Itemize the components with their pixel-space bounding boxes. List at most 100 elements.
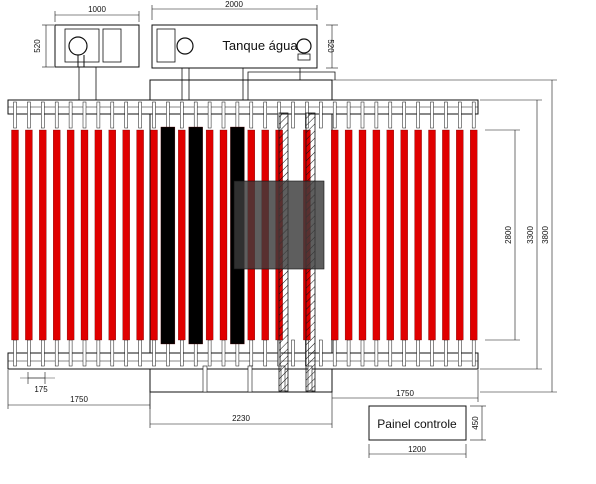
water-tank-pump-icon-right: [296, 38, 312, 54]
height-inner-dimension: 2800: [485, 129, 520, 341]
bar-connector-top: [152, 101, 156, 129]
bar-connector-top: [180, 101, 184, 129]
bar-connector-bottom: [207, 339, 212, 367]
bar-connector-bottom: [360, 339, 365, 367]
panel-height-dimension: 450: [470, 405, 486, 441]
red-bar: [428, 129, 436, 341]
left-offset-dimension: 1750: [7, 370, 151, 409]
bar-connector-bottom: [430, 339, 434, 367]
small-tank-height-text: 520: [33, 39, 42, 53]
water-tank-pump-icon: [176, 37, 194, 55]
bar-connector-top: [388, 101, 393, 129]
red-bar: [470, 129, 478, 341]
control-panel: Painel controle: [368, 405, 467, 441]
bar-connector-bottom: [249, 339, 254, 367]
panel-width-dimension: 1200: [368, 444, 467, 458]
tank-label: Tanque água: [222, 38, 298, 53]
red-bar: [178, 129, 186, 341]
panel-width-text: 1200: [408, 445, 426, 454]
bar-connector-top: [68, 101, 73, 129]
bar-connector-bottom: [124, 339, 128, 367]
red-bar: [400, 129, 408, 341]
bar-connector-bottom: [444, 339, 448, 367]
bar-connector-bottom: [416, 339, 420, 367]
bar-pitch-dimension: 175: [20, 372, 55, 394]
bar-connector-top: [96, 101, 101, 129]
bar-connector-top: [458, 101, 462, 129]
bar-connector-bottom: [221, 339, 226, 367]
right-offset-text: 1750: [396, 389, 414, 398]
height-total-dimension: 3800: [332, 79, 557, 393]
red-bar: [372, 129, 381, 341]
red-bar: [39, 129, 47, 341]
small-tank-height-dimension: 520: [33, 24, 54, 68]
bar-connector-top: [291, 101, 295, 129]
bar-connector-bottom: [319, 339, 323, 367]
bar-connector-bottom: [332, 339, 337, 367]
red-bar: [11, 129, 19, 341]
bar-connector-bottom: [263, 339, 267, 367]
red-bar: [331, 129, 339, 341]
height-inner-text: 2800: [504, 226, 513, 244]
red-bar: [108, 129, 116, 341]
bar-connector-top: [374, 101, 379, 129]
top-rail: [7, 99, 479, 115]
bar-connector-bottom: [13, 339, 17, 367]
red-bar: [94, 129, 103, 341]
red-bar: [150, 129, 158, 341]
red-bar: [136, 129, 144, 341]
height-total-text: 3800: [541, 226, 550, 244]
bar-connector-bottom: [374, 339, 379, 367]
red-bar: [358, 129, 367, 341]
bar-connector-bottom: [180, 339, 184, 367]
bar-connector-bottom: [68, 339, 73, 367]
bar-connector-top: [138, 101, 142, 129]
bar-connector-top: [54, 101, 59, 129]
bar-connector-bottom: [388, 339, 393, 367]
bar-connector-top: [430, 101, 434, 129]
height-mid-dimension: 3300: [480, 99, 542, 370]
red-bar: [386, 129, 394, 341]
left-offset-text: 1750: [70, 395, 88, 404]
red-bar: [25, 129, 33, 341]
red-bar: [80, 129, 89, 341]
bar-connector-top: [82, 101, 87, 129]
small-tank-width-dimension: 1000: [54, 5, 140, 22]
bar-connector-top: [235, 101, 240, 129]
bar-connector-bottom: [346, 339, 351, 367]
pipes: [78, 67, 336, 100]
bar-connector-top: [193, 101, 198, 129]
support-leg: [202, 365, 208, 393]
bar-connector-top: [41, 101, 45, 129]
bar-connector-top: [110, 101, 115, 129]
bar-connector-top: [332, 101, 337, 129]
red-bar: [53, 129, 61, 341]
panel-label: Painel controle: [377, 417, 457, 431]
red-bar: [442, 129, 450, 341]
red-bar: [219, 129, 228, 341]
water-tank-height-dimension: 520: [326, 24, 338, 69]
bar-connector-top: [124, 101, 128, 129]
support-leg: [247, 365, 253, 393]
bar-connector-top: [402, 101, 406, 129]
bar-connector-bottom: [54, 339, 59, 367]
bar-connector-top: [249, 101, 254, 129]
water-tank-width-text: 2000: [225, 0, 243, 9]
bar-connector-bottom: [152, 339, 156, 367]
center-width-text: 2230: [232, 414, 250, 423]
bar-connector-bottom: [458, 339, 462, 367]
bar-connector-top: [471, 101, 476, 129]
red-bar: [344, 129, 353, 341]
overlay-block: [233, 180, 325, 270]
small-tank-width-text: 1000: [88, 5, 106, 14]
bar-connector-top: [346, 101, 351, 129]
red-bar: [122, 129, 130, 341]
bar-connector-top: [360, 101, 365, 129]
bar-connector-bottom: [291, 339, 295, 367]
bar-connector-bottom: [96, 339, 101, 367]
bar-connector-bottom: [402, 339, 406, 367]
panel-height-text: 450: [471, 416, 480, 430]
small-tank-pump-icon: [68, 36, 88, 56]
bar-connector-top: [416, 101, 420, 129]
